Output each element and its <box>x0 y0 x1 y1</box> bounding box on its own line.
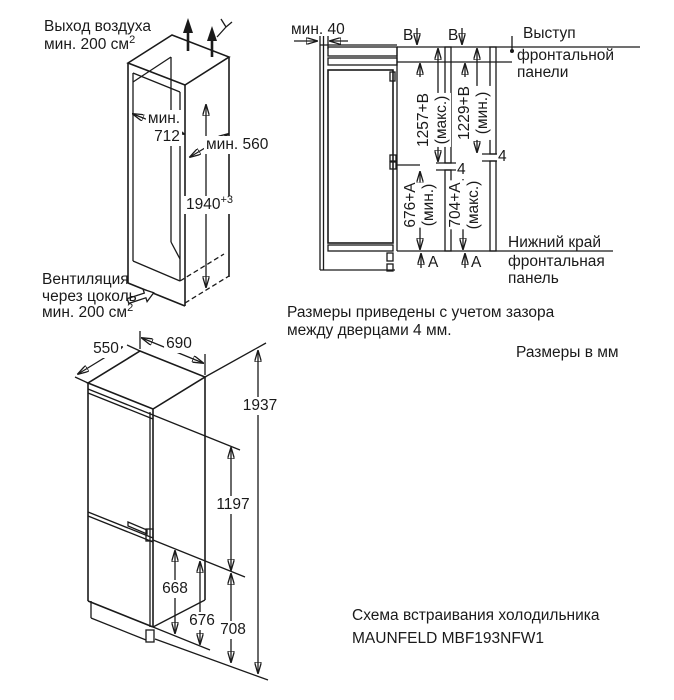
side-view-drawing <box>294 28 640 272</box>
b-label-left: B <box>403 27 414 44</box>
bottom-edge-note-line1: Нижний край <box>508 234 602 251</box>
width-dim-label: 690 <box>164 335 194 353</box>
niche-depth-label: мин. 560 <box>204 136 271 154</box>
lower-max-dim-label: 704+A (макс.) <box>447 180 483 230</box>
ventilation-arrow-icon <box>126 288 155 305</box>
caption-line1: Схема встраивания холодильника <box>352 607 600 624</box>
door-gap-left-label: 4 <box>456 161 467 179</box>
a-label-right: A <box>471 254 482 271</box>
panel-max-dim-label: 1257+B (макс.) <box>415 93 451 147</box>
bottom-edge-note-line3: панель <box>508 270 559 287</box>
rear-gap-label: мин. 40 <box>291 21 345 38</box>
caption-line2: MAUNFELD MBF193NFW1 <box>352 630 545 647</box>
niche-width-label: мин. <box>145 110 183 128</box>
air-outlet-note: Выход воздуха мин. 200 см2 <box>44 18 151 53</box>
ventilation-note: Вентиляция через цоколь мин. 200 см2 <box>42 271 137 321</box>
fridge-isometric-drawing <box>74 331 269 681</box>
niche-height-label: 1940+3 <box>184 193 236 214</box>
protrusion-note-line1: Выступ <box>523 25 576 42</box>
lower-door-dim-label: 668 <box>160 580 190 598</box>
lower-total-dim-label: 708 <box>218 621 248 639</box>
a-label-left: A <box>428 254 439 271</box>
bottom-edge-note-line2: фронтальная <box>508 253 605 270</box>
protrusion-note-line2: фронтальной <box>517 47 615 64</box>
protrusion-note-line3: панели <box>517 64 569 81</box>
lower-min-dim-label: 676+A (мин.) <box>402 182 438 228</box>
clearance-note: Размеры приведены с учетом зазора между … <box>287 304 555 339</box>
depth-dim-label: 550 <box>91 340 121 358</box>
niche-width-value: 712 <box>152 128 182 146</box>
air-flow-arrows-icon <box>183 18 233 57</box>
lower-front-dim-label: 676 <box>187 612 217 630</box>
panel-min-dim-label: 1229+B (мин.) <box>456 86 492 140</box>
height-dim-label: 1937 <box>240 397 280 415</box>
niche-isometric-drawing <box>126 18 233 307</box>
b-label-right: B <box>448 27 459 44</box>
units-note: Размеры в мм <box>516 344 619 361</box>
upper-door-dim-label: 1197 <box>214 496 252 514</box>
door-gap-right-label: 4 <box>497 148 508 166</box>
